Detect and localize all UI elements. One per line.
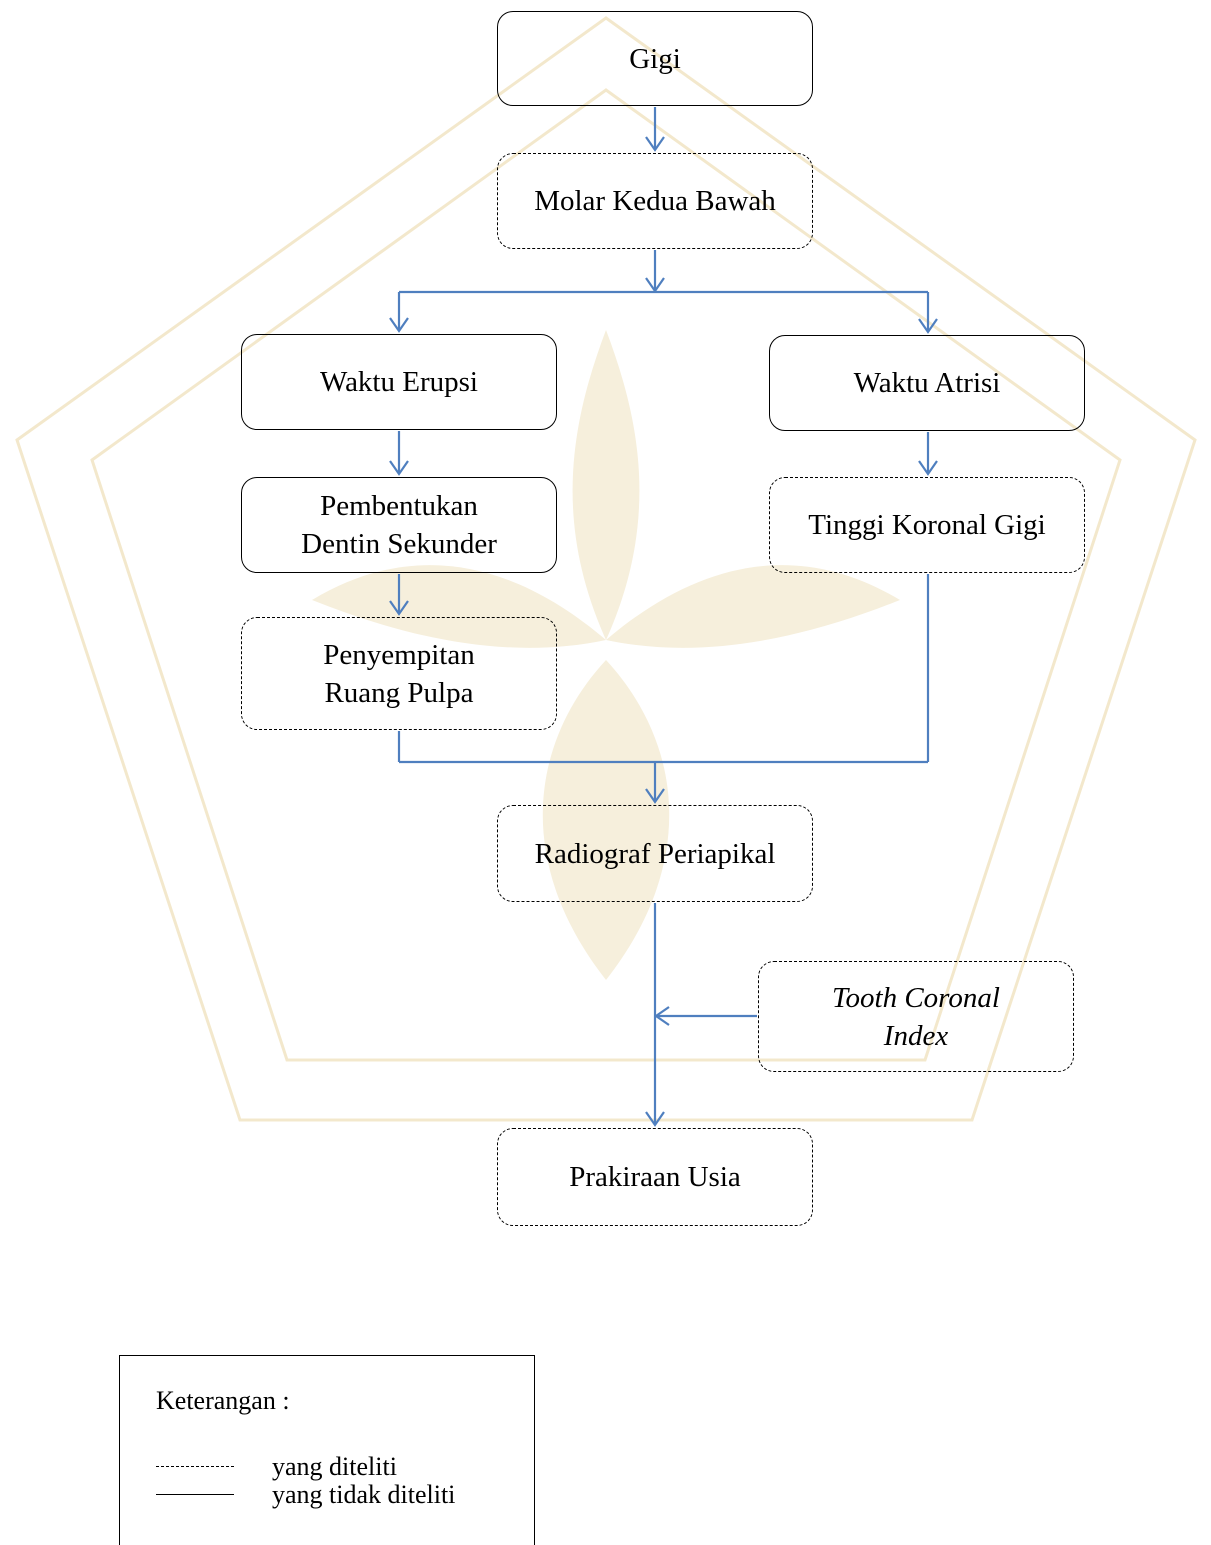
node-penyempitan-pulpa: Penyempitan Ruang Pulpa: [241, 617, 557, 730]
arrowhead-molar-split: [645, 277, 665, 293]
arrowhead-radiograf-usia: [645, 1111, 665, 1127]
node-dentin-label: Pembentukan Dentin Sekunder: [301, 490, 497, 560]
legend-solid-label: yang tidak diteliti: [272, 1480, 456, 1509]
node-radiograf-label: Radiograf Periapikal: [534, 837, 776, 870]
node-waktu-erupsi: Waktu Erupsi: [241, 334, 557, 430]
arrowhead-merge-radiograf: [645, 788, 665, 804]
node-erupsi-label: Waktu Erupsi: [320, 366, 478, 398]
arrowhead-split-erupsi: [389, 317, 409, 333]
node-waktu-atrisi: Waktu Atrisi: [769, 335, 1085, 431]
node-molar-label: Molar Kedua Bawah: [534, 185, 776, 217]
arrowhead-erupsi-dentin: [389, 460, 409, 476]
arrowhead-tci-mainline: [654, 1006, 670, 1026]
legend-dashed-line: [156, 1466, 234, 1467]
legend-solid-line: [156, 1494, 234, 1495]
arrowhead-split-atrisi: [918, 318, 938, 334]
node-gigi: Gigi: [497, 11, 813, 106]
node-pembentukan-dentin: Pembentukan Dentin Sekunder: [241, 477, 557, 573]
node-gigi-label: Gigi: [629, 42, 681, 75]
node-usia-label: Prakiraan Usia: [569, 1161, 741, 1193]
node-prakiraan-usia: Prakiraan Usia: [497, 1128, 813, 1226]
node-tinggi-koronal: Tinggi Koronal Gigi: [769, 477, 1085, 573]
node-molar-kedua-bawah: Molar Kedua Bawah: [497, 153, 813, 249]
legend-box: Keterangan : yang diteliti yang tidak di…: [119, 1355, 535, 1545]
node-tinggi-label: Tinggi Koronal Gigi: [808, 509, 1046, 541]
node-tci-label: Tooth Coronal Index: [832, 981, 1000, 1052]
node-tooth-coronal-index: Tooth Coronal Index: [758, 961, 1074, 1072]
arrowhead-atrisi-tinggi: [918, 460, 938, 476]
node-radiograf-periapikal: Radiograf Periapikal: [497, 805, 813, 902]
node-atrisi-label: Waktu Atrisi: [853, 367, 1001, 399]
legend-title: Keterangan :: [156, 1386, 290, 1415]
node-pulpa-label: Penyempitan Ruang Pulpa: [323, 638, 475, 709]
arrowhead-gigi-molar: [645, 136, 665, 152]
arrowhead-dentin-pulpa: [389, 600, 409, 616]
legend-dashed-label: yang diteliti: [272, 1452, 397, 1481]
